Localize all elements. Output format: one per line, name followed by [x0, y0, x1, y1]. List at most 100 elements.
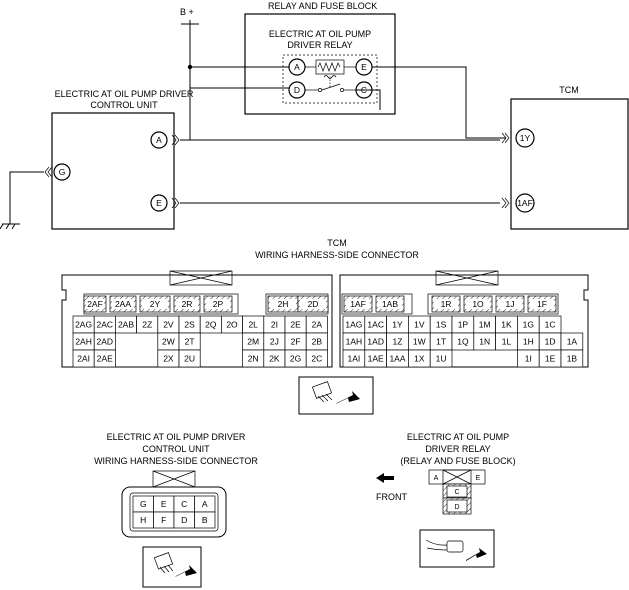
- connector-pin-label: 1AD: [367, 337, 384, 347]
- connector-pin-label: 2I: [271, 320, 278, 330]
- wire-relay-c: [356, 89, 381, 110]
- connector-pin-cell: [178, 349, 201, 368]
- connector-pin-label: 2A: [312, 320, 323, 330]
- b-plus-label: B +: [180, 7, 194, 17]
- pin-label-background: [346, 299, 370, 309]
- connector-pin-label: 1I: [525, 354, 532, 364]
- tcm-connector-title-1: TCM: [327, 238, 347, 248]
- connector-pin-label: 1AE: [368, 354, 384, 364]
- connector-pin-label: 1P: [458, 320, 469, 330]
- connector-pin-label: 2G: [290, 354, 301, 364]
- connector-pin-label: 2X: [163, 354, 174, 364]
- connector-pin-label: 1AI: [348, 354, 361, 364]
- connector-pin-label: 2AF: [87, 299, 103, 309]
- ecu-title-line-1: ELECTRIC AT OIL PUMP DRIVER: [55, 89, 194, 99]
- connector-pin-label: 2V: [163, 320, 174, 330]
- connector-pin-label: 1F: [537, 299, 547, 309]
- ecu-terminal-a: [150, 131, 168, 149]
- connector-pin-label: 2Z: [142, 320, 152, 330]
- tcm-connector-view-icon: [298, 376, 374, 415]
- connector-pin-label: B: [202, 515, 208, 525]
- connector-chevrons: [44, 132, 510, 209]
- connector-pin-label: 1T: [436, 337, 446, 347]
- front-arrow-icon: [376, 473, 394, 483]
- pin-label-background: [434, 299, 458, 309]
- tcm-connector-title-2: WIRING HARNESS-SIDE CONNECTOR: [255, 250, 419, 260]
- connector-pin-label: 2K: [269, 354, 280, 364]
- connector-pin-label: 1AH: [346, 337, 363, 347]
- connector-pin-label: 1AA: [389, 354, 405, 364]
- connector-pin-label: 1C: [545, 320, 556, 330]
- connector-pin-label: 1D: [545, 337, 556, 347]
- connector-pin-label: 2AA: [115, 299, 131, 309]
- tcm-terminal-1y: [515, 128, 535, 148]
- connector-pin-label: 1W: [413, 337, 426, 347]
- pin-label-background: [530, 299, 554, 309]
- ecu-terminal-e: [150, 194, 168, 212]
- connector-pin-label: 2AH: [75, 337, 92, 347]
- connector-pin-label: 2J: [270, 337, 279, 347]
- ecu-connector-body: [121, 470, 227, 538]
- connector-pin-label: 1AC: [367, 320, 384, 330]
- connector-pin-label: 1M: [479, 320, 491, 330]
- relay-title-line-1: ELECTRIC AT OIL PUMP: [269, 29, 371, 39]
- pin-label-background: [142, 299, 168, 309]
- connector-pin-label: 2W: [162, 337, 175, 347]
- relay-pin-c: C: [454, 489, 459, 496]
- pin-label-background: [270, 299, 296, 309]
- connector-pin-label: 2L: [248, 320, 258, 330]
- connector-pin-label: 2U: [184, 354, 195, 364]
- connector-pin-label: 1B: [567, 354, 578, 364]
- tcm-title: TCM: [559, 85, 579, 95]
- connector-pin-label: 1L: [502, 337, 512, 347]
- connector-pin-label: 2H: [278, 299, 289, 309]
- connector-pin-label: F: [161, 515, 166, 525]
- connector-pin-label: 1N: [479, 337, 490, 347]
- pin-label-background: [300, 299, 326, 309]
- connector-pin-label: 2S: [184, 320, 195, 330]
- pin-label-background: [378, 299, 402, 309]
- pin-label-background: [176, 299, 198, 309]
- pin-label-background: [206, 299, 230, 309]
- relay-connector-title-1: ELECTRIC AT OIL PUMP: [407, 432, 509, 442]
- wire-relay-e-tcm-1y: [372, 66, 506, 139]
- connector-pin-label: 1Z: [393, 337, 403, 347]
- connector-pin-label: G: [140, 499, 147, 509]
- connector-pin-label: 1R: [441, 299, 452, 309]
- ecu-terminal-g: [53, 163, 71, 181]
- relay-connector-body: [428, 469, 486, 515]
- pin-label-background: [112, 299, 134, 309]
- pin-label-background: [86, 299, 104, 309]
- tcm-terminal-1y-label: 1Y: [520, 133, 531, 143]
- connector-pin-label: 1AF: [350, 299, 366, 309]
- connector-pin-label: 1J: [506, 299, 515, 309]
- relay-connector-title-2: DRIVER RELAY: [425, 444, 490, 454]
- connector-pin-label: 2AB: [118, 320, 134, 330]
- relay-terminal-d-label: D: [294, 85, 300, 95]
- connector-pin-label: 2E: [290, 320, 301, 330]
- connector-pin-cell: [93, 349, 116, 368]
- connector-pin-label: 2C: [311, 354, 322, 364]
- ecu-connector-view-icon: [142, 546, 202, 588]
- junction-dot: [187, 64, 193, 70]
- connector-pin-label: 2AE: [97, 354, 113, 364]
- ground-icon: [0, 171, 44, 230]
- connector-pin-label: 2AC: [97, 320, 114, 330]
- connector-pin-cell: [560, 349, 584, 368]
- connector-pin-label: 1AG: [345, 320, 362, 330]
- connector-pin-label: 1AB: [382, 299, 398, 309]
- connector-pin-label: 2O: [226, 320, 238, 330]
- connector-pin-label: 1S: [436, 320, 447, 330]
- ecu-terminal-e-label: E: [156, 198, 162, 208]
- connector-pin-label: 1K: [501, 320, 512, 330]
- relay-title-line-2: DRIVER RELAY: [287, 40, 352, 50]
- connector-pin-cell: [429, 349, 453, 368]
- connector-pin-label: 2R: [182, 299, 193, 309]
- connector-pin-label: 1Q: [457, 337, 469, 347]
- relay-coil-icon: [305, 59, 356, 79]
- relay-connector-view-icon: [419, 529, 495, 568]
- connector-pin-label: 2Y: [150, 299, 161, 309]
- connector-pin-label: 2P: [213, 299, 224, 309]
- ecu-connector-title-1: ELECTRIC AT OIL PUMP DRIVER: [107, 432, 246, 442]
